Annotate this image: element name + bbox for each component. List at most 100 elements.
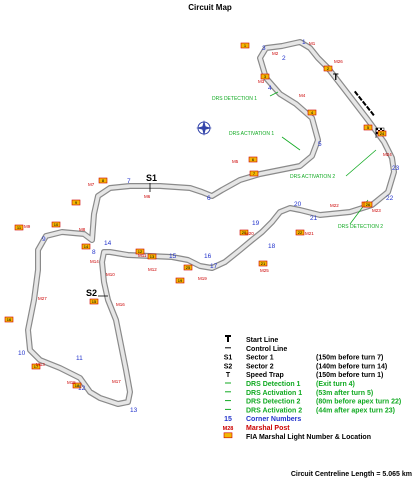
marshal-light-flags: 1234567891011121314151617181920212223242… [4,42,387,389]
corner-number: 2 [282,55,286,62]
marshal-light-flag: 25 [183,264,193,271]
marshal-light-flag: 2 [323,65,333,72]
legend-label: Corner Numbers [246,416,301,423]
marshal-post-label: M14 [90,259,99,264]
legend-label: DRS Activation 1 [246,390,302,397]
corner-number: 23 [392,165,400,172]
legend-row: DRS Activation 2(44m after apex turn 23) [225,407,395,414]
svg-text:4: 4 [311,110,314,115]
legend-row: Start Line [225,335,278,344]
corner-number: 3 [262,45,266,52]
svg-text:21: 21 [261,261,266,266]
marshal-light-flag: 22 [295,229,305,236]
corner-number: 21 [310,215,318,222]
legend-detail: (150m before turn 1) [316,372,383,379]
map-title: Circuit Map [188,3,232,12]
corner-number: 10 [18,350,26,357]
legend-label: Start Line [246,337,278,344]
corner-number: 18 [268,243,276,250]
legend-label: Speed Trap [246,372,284,379]
svg-text:11: 11 [17,225,22,230]
drs-label: DRS DETECTION 1 [212,96,257,102]
corner-number: 17 [210,263,218,270]
legend-row: DRS Activation 1 (53m after turn 5) [225,390,373,397]
legend-symbol: T [226,372,231,379]
svg-text:13: 13 [150,254,155,259]
marshal-light-flag: 19 [175,277,185,284]
svg-text:19: 19 [178,278,183,283]
sector-label: S1 [146,173,157,183]
legend-label: Marshal Post [246,425,290,432]
corner-number: 16 [204,253,212,260]
marshal-post-label: M20 [245,231,254,236]
corner-number: 8 [92,249,96,256]
marshal-post-label: M23 [372,208,381,213]
drs-label: DRS ACTIVATION 1 [229,131,274,137]
svg-text:10: 10 [54,222,59,227]
legend-detail: (53m after turn 5) [316,390,373,397]
marshal-posts: M1M2M3M4M5M6M7M8M9M10M11M12M14M16M17M13M… [24,41,392,385]
marshal-light-flag: 10 [51,221,61,228]
track [25,39,397,407]
legend-symbol: M28 [223,426,234,432]
marshal-light-flag: 3 [260,73,270,80]
marshal-light-flag: 5 [363,124,373,131]
svg-text:9: 9 [75,200,78,205]
marshal-post-label: M12 [148,267,157,272]
legend-label: FIA Marshal Light Number & Location [246,434,371,441]
marshal-post-label: M10 [106,272,115,277]
svg-text:5: 5 [367,125,370,130]
svg-text:2: 2 [327,66,330,71]
marshal-post-label: M6 [144,194,151,199]
marshal-post-label: M25 [260,268,269,273]
svg-text:24: 24 [380,131,385,136]
svg-text:16: 16 [7,317,12,322]
legend-row: 15 Corner Numbers [224,416,301,423]
marshal-light-flag: 15 [89,298,99,305]
compass-icon [196,120,212,136]
marshal-light-flag: 4 [307,109,317,116]
legend-label: Sector 2 [246,363,274,370]
marshal-light-flag: 11 [14,224,24,231]
marshal-post-label: M1 [309,41,316,46]
marshal-light-flag: 21 [258,260,268,267]
marshal-light-flag: 24 [377,130,387,137]
marshal-light-flag: 18 [72,382,82,389]
svg-text:7: 7 [253,171,256,176]
marshal-light-flag: 14 [81,243,91,250]
sector-label: S2 [86,288,97,298]
marshal-light-flag: 13 [147,253,157,260]
svg-text:6: 6 [252,157,255,162]
marshal-post-label: M13 [36,362,45,367]
legend-row: FIA Marshal Light Number & Location [223,432,371,441]
svg-text:8: 8 [102,178,105,183]
svg-text:17: 17 [34,364,39,369]
legend-symbol: S2 [224,363,233,370]
legend-symbol: 15 [224,416,232,423]
marshal-post-label: M4 [299,93,306,98]
marshal-post-label: M24 [383,152,392,157]
legend-label: Control Line [246,346,287,353]
marshal-light-flag: 9 [71,199,81,206]
corner-number: 11 [76,355,83,362]
svg-text:25: 25 [186,265,191,270]
legend-label: DRS Detection 2 [246,399,301,406]
marshal-post-label: M3 [258,79,265,84]
sector-label: T [333,72,339,82]
legend-label: Sector 1 [246,355,274,362]
corner-number: 9 [42,236,46,243]
marshal-light-flag: 12 [135,248,145,255]
marshal-light-flag: 7 [249,170,259,177]
legend-symbol: S1 [224,355,233,362]
corner-number: 4 [268,85,272,92]
marshal-light-flag: 8 [98,177,108,184]
svg-text:15: 15 [92,299,97,304]
drs-label: DRS DETECTION 2 [338,224,383,230]
marshal-post-label: M7 [88,182,95,187]
start-grid [353,90,375,116]
